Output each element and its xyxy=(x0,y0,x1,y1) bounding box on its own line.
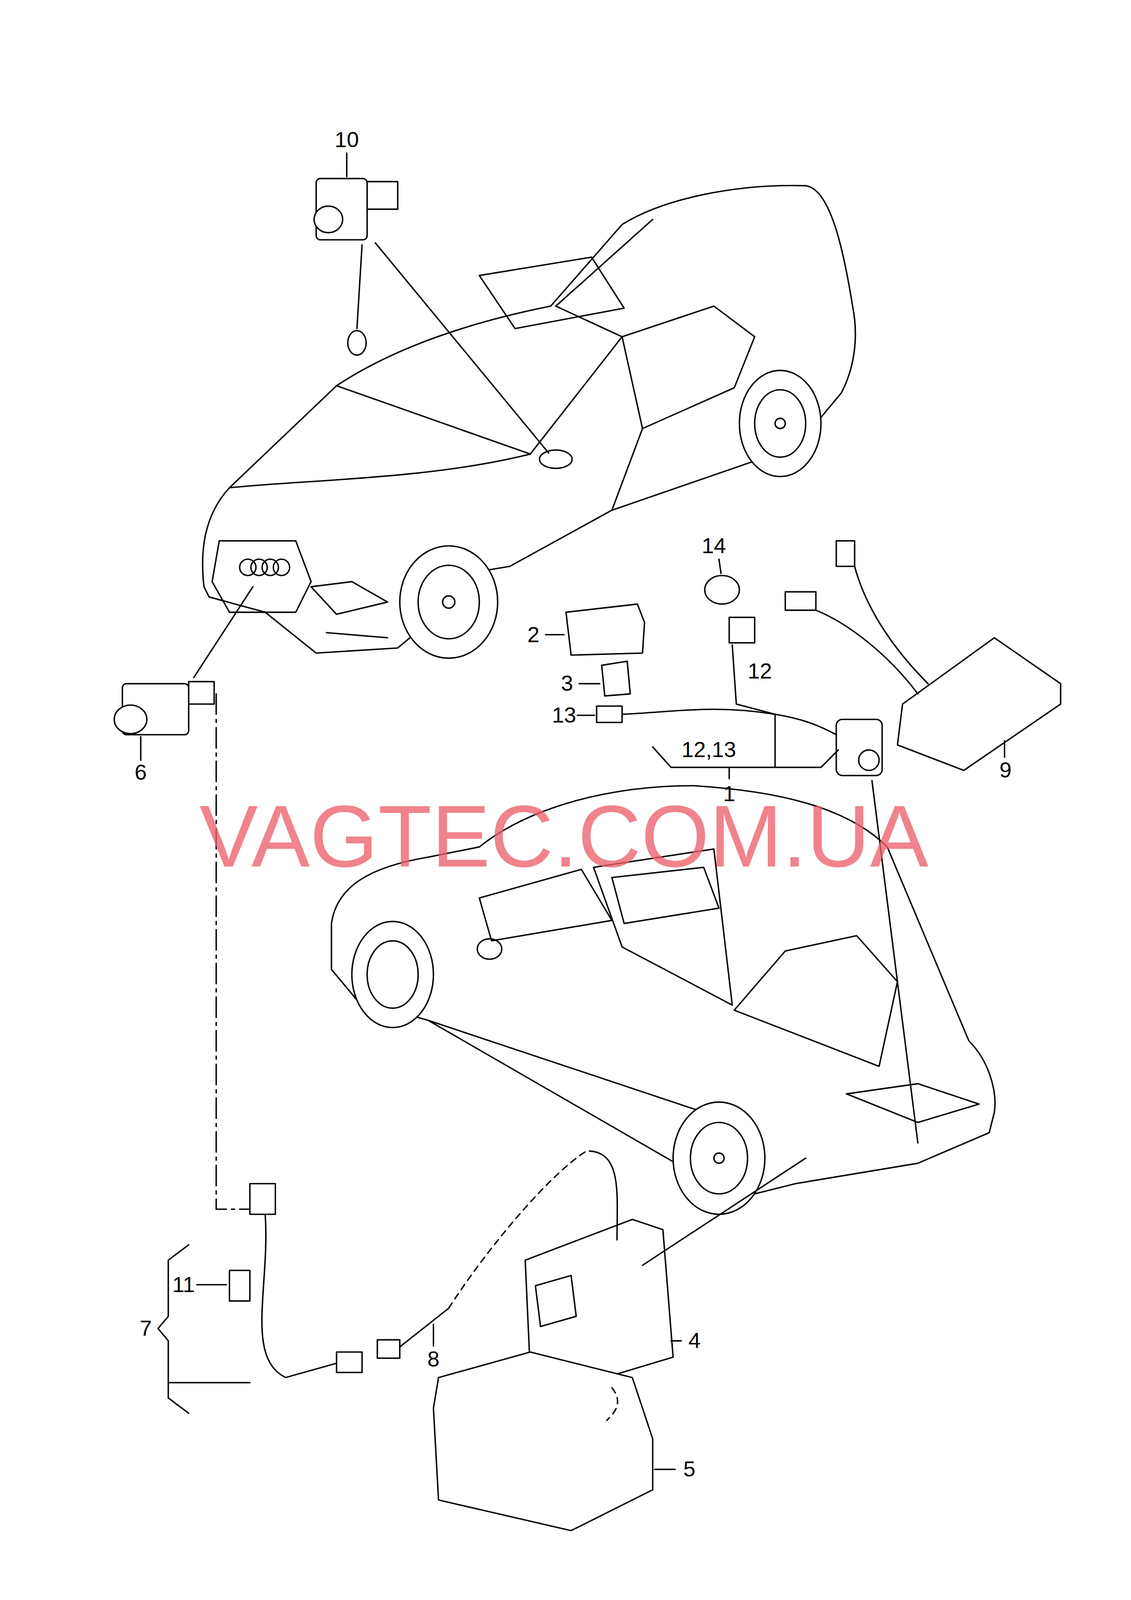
cables-and-leaders-shape xyxy=(815,610,919,694)
cables-and-leaders-shape xyxy=(197,1283,227,1285)
cables-and-leaders-shape xyxy=(854,566,929,684)
parts-shape xyxy=(596,706,623,723)
callout-number: 13 xyxy=(551,704,576,727)
parts-shape xyxy=(249,1183,276,1214)
parts-shape xyxy=(114,705,148,734)
watermark: VAGTEC.COM.UA xyxy=(199,792,929,881)
cables-and-leaders-shape xyxy=(432,1323,435,1346)
callout-number: 8 xyxy=(427,1348,440,1370)
cables-and-leaders-shape xyxy=(589,1150,618,1240)
cables-and-leaders-shape xyxy=(168,1381,251,1383)
parts-shape xyxy=(535,1275,577,1327)
cables-and-leaders-shape xyxy=(193,586,253,678)
front-car-shape xyxy=(418,565,480,639)
front-car-shape xyxy=(202,185,856,653)
callout-number: 5 xyxy=(683,1457,696,1480)
front-car-shape xyxy=(622,306,755,429)
cables-and-leaders-shape xyxy=(774,714,776,768)
rear-car-shape xyxy=(428,1020,735,1123)
callout-number: 3 xyxy=(561,672,574,695)
cables-and-leaders xyxy=(140,153,1005,1469)
cables-and-leaders-shape xyxy=(216,693,250,1210)
front-car-shape xyxy=(336,306,623,455)
cables-and-leaders-shape xyxy=(356,244,362,329)
front-car-shape xyxy=(555,219,653,307)
cables-and-leaders-shape xyxy=(719,558,722,573)
rear-car-shape xyxy=(351,921,434,1028)
front-car-shape xyxy=(612,428,643,511)
cables-and-leaders-shape xyxy=(671,1339,682,1342)
cables-and-leaders-shape xyxy=(1003,740,1006,757)
front-car-shape xyxy=(212,540,312,613)
cables-and-leaders-shape xyxy=(728,767,730,779)
cables-and-leaders-shape xyxy=(579,682,600,685)
rear-car-shape xyxy=(690,1121,748,1194)
parts-shape xyxy=(566,603,645,655)
cables-and-leaders-shape xyxy=(448,1150,587,1308)
front-car-shape xyxy=(775,418,786,429)
parts xyxy=(114,178,1061,1531)
parts-shape xyxy=(836,540,855,567)
parts-shape xyxy=(729,617,755,643)
front-car-shape xyxy=(442,595,455,608)
callout-number: 11 xyxy=(172,1273,195,1296)
callout-number: 10 xyxy=(334,128,359,151)
front-car-shape xyxy=(326,632,388,638)
cables-and-leaders-shape xyxy=(654,1468,676,1470)
parts-shape xyxy=(836,719,883,776)
cables-and-leaders-shape xyxy=(345,153,348,177)
callout-number: 2 xyxy=(527,623,540,646)
cables-and-leaders-shape xyxy=(399,1307,449,1347)
cables-and-leaders-shape xyxy=(732,644,776,715)
parts-shape xyxy=(601,661,631,696)
front-car-shape xyxy=(399,545,498,658)
cables-and-leaders-shape xyxy=(261,1214,337,1378)
callout-number: 7 xyxy=(139,1317,153,1339)
cables-and-leaders-shape xyxy=(606,1387,618,1421)
cables-and-leaders-shape xyxy=(545,633,564,636)
front-car-shape xyxy=(311,581,388,615)
parts-shape xyxy=(785,591,816,610)
parts-shape xyxy=(858,749,880,771)
cables-and-leaders-shape xyxy=(375,242,549,454)
front-car-shape xyxy=(739,370,821,477)
cables-and-leaders-shape xyxy=(577,714,595,716)
cables-and-leaders-shape xyxy=(652,746,839,768)
rear-car-shape xyxy=(734,935,898,1067)
parts-shape xyxy=(377,1339,400,1358)
rear-car-shape xyxy=(367,940,419,1008)
cables-and-leaders-shape xyxy=(642,1157,806,1265)
front-car-shape xyxy=(347,330,366,356)
parts-shape xyxy=(229,1269,250,1301)
parts-shape xyxy=(897,637,1061,771)
callout-number: 9 xyxy=(999,759,1012,781)
front-car-shape xyxy=(539,449,573,469)
parts-shape xyxy=(704,575,740,604)
parts-shape xyxy=(188,681,215,704)
rear-car-shape xyxy=(477,938,502,959)
parts-shape xyxy=(314,206,343,233)
rear-car-shape xyxy=(713,1152,724,1163)
callout-number: 4 xyxy=(688,1329,701,1352)
parts-shape xyxy=(367,181,398,210)
front-car-shape xyxy=(754,389,806,457)
rear-car-shape xyxy=(672,1101,765,1215)
callout-number: 12,13 xyxy=(681,738,736,761)
cables-and-leaders-shape xyxy=(139,736,142,761)
front-car-shape xyxy=(479,256,625,329)
front-car-shape xyxy=(229,454,531,488)
front-car-shape xyxy=(273,558,290,576)
parts-shape xyxy=(336,1351,362,1373)
parts-shape xyxy=(433,1351,653,1531)
cables-and-leaders-shape xyxy=(622,709,837,735)
callout-number: 12 xyxy=(747,660,772,682)
callout-number: 6 xyxy=(134,761,148,784)
callout-number: 14 xyxy=(701,534,727,557)
front-car xyxy=(202,185,856,659)
cables-and-leaders-shape xyxy=(158,1244,189,1413)
